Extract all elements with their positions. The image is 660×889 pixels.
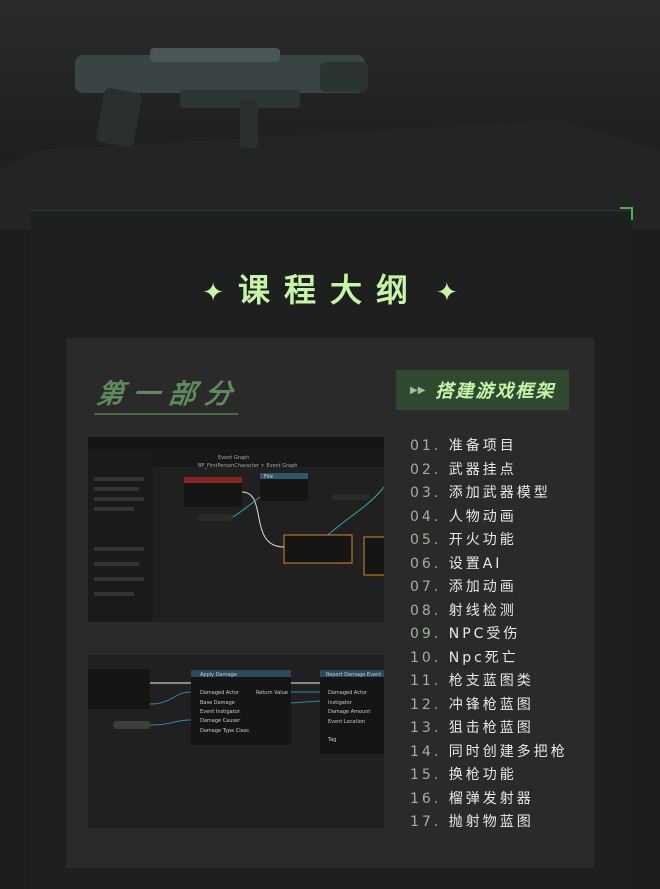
item-text: 枪支蓝图类	[448, 673, 534, 689]
list-item: 17. 抛射物蓝图	[410, 812, 568, 836]
list-item: 03. 添加武器模型	[410, 483, 568, 507]
list-item: 02. 武器挂点	[410, 460, 568, 484]
item-number: 09.	[410, 626, 442, 642]
item-text: Npc死亡	[448, 649, 519, 666]
item-text: 准备项目	[448, 438, 517, 454]
item-number: 03.	[410, 485, 442, 501]
item-number: 14.	[410, 743, 442, 760]
item-text: 武器挂点	[448, 461, 517, 478]
blueprint-screenshot-2: Apply Damage Damaged Actor Base Damage E…	[88, 655, 384, 828]
item-text: 人物动画	[448, 508, 517, 525]
section-tag: ▶▶ 搭建游戏框架	[396, 370, 569, 410]
pin: Event Location	[328, 719, 365, 725]
item-number: 02.	[410, 461, 442, 478]
item-text: 添加武器模型	[448, 485, 551, 501]
list-item: 01. 准备项目	[410, 436, 568, 460]
list-item: 05. 开火功能	[410, 530, 568, 554]
pin: Damaged Actor	[200, 690, 240, 696]
item-number: 06.	[410, 555, 442, 572]
page-title: ✦ 课程大纲 ✦	[0, 265, 660, 311]
item-number: 16.	[410, 790, 442, 807]
blueprint-screenshot-1: Event Graph BP_FirstPersonCharacter > Ev…	[88, 437, 384, 622]
item-text: 同时创建多把枪	[448, 743, 568, 760]
pin: Tag	[327, 737, 336, 743]
item-number: 05.	[410, 532, 442, 548]
item-number: 10.	[410, 649, 442, 666]
list-item: 15. 换枪功能	[410, 765, 568, 789]
item-text: 冲锋枪蓝图	[448, 696, 534, 713]
item-text: 榴弹发射器	[448, 790, 534, 807]
corner-accent	[620, 207, 633, 220]
item-number: 13.	[410, 720, 442, 736]
list-item: 14. 同时创建多把枪	[410, 742, 568, 766]
item-text: NPC受伤	[448, 626, 521, 642]
grenade-launcher-image	[0, 48, 660, 230]
list-item: 12. 冲锋枪蓝图	[410, 695, 568, 719]
item-text: 设置AI	[448, 555, 503, 572]
item-text: 开火功能	[448, 532, 517, 548]
item-text: 狙击枪蓝图	[448, 720, 534, 736]
pin: Damage Amount	[328, 709, 370, 715]
section-tag-label: 搭建游戏框架	[435, 381, 556, 402]
item-number: 08.	[410, 602, 442, 619]
node-report-damage: Report Damage Event	[326, 672, 381, 678]
title-text: 课程大纲	[237, 271, 422, 309]
item-number: 12.	[410, 696, 442, 713]
pin: Base Damage	[200, 700, 235, 706]
part-label: 第一部分	[93, 372, 245, 415]
item-number: 15.	[410, 767, 442, 783]
pin: Damage Type Class	[200, 728, 249, 734]
list-item: 11. 枪支蓝图类	[410, 671, 568, 695]
item-text: 抛射物蓝图	[448, 814, 534, 830]
list-item: 10. Npc死亡	[410, 648, 568, 672]
node-apply-damage: Apply Damage	[200, 672, 237, 678]
item-number: 01.	[410, 438, 442, 454]
pin: Damaged Actor	[328, 690, 368, 696]
item-text: 射线检测	[448, 602, 517, 619]
list-item: 07. 添加动画	[410, 577, 568, 601]
list-item: 06. 设置AI	[410, 554, 568, 578]
pin: Damage Causer	[200, 718, 241, 724]
item-number: 07.	[410, 579, 442, 595]
pin: Event Instigator	[200, 709, 241, 715]
tab-event-graph: Event Graph	[218, 455, 249, 461]
list-item: 09. NPC受伤	[410, 624, 568, 648]
item-number: 11.	[410, 673, 442, 689]
list-item: 04. 人物动画	[410, 507, 568, 531]
sparkle-icon: ✦	[202, 278, 224, 308]
pin: Return Value	[256, 690, 288, 696]
pin: Instigator	[328, 700, 353, 706]
item-number: 17.	[410, 814, 442, 830]
node-fire: Fire	[264, 474, 273, 480]
list-item: 13. 狙击枪蓝图	[410, 718, 568, 742]
list-item: 08. 射线检测	[410, 601, 568, 625]
sparkle-icon: ✦	[436, 278, 458, 308]
item-text: 换枪功能	[448, 767, 517, 783]
breadcrumb: BP_FirstPersonCharacter > Event Graph	[198, 463, 298, 469]
fast-forward-icon: ▶▶	[410, 384, 426, 396]
item-text: 添加动画	[448, 579, 517, 595]
list-item: 16. 榴弹发射器	[410, 789, 568, 813]
hero-banner	[0, 0, 660, 230]
item-number: 04.	[410, 508, 442, 525]
